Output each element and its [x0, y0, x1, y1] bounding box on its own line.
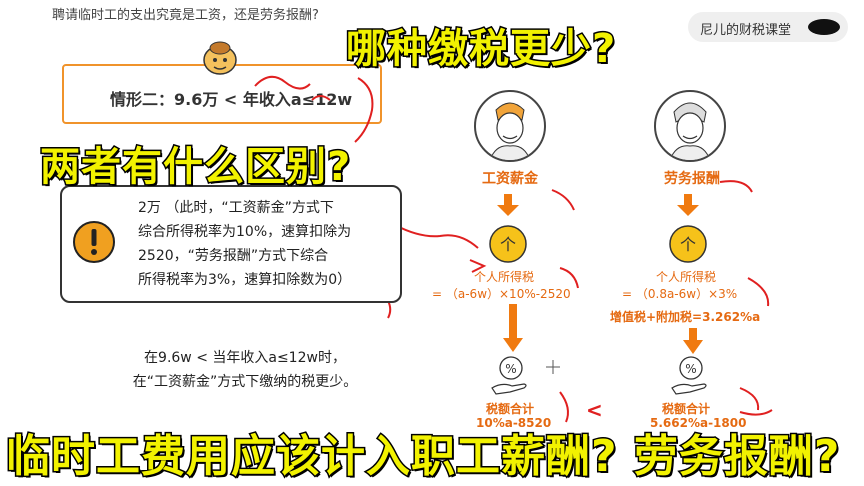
channel-logo-icon — [808, 19, 840, 35]
labor-portrait-icon — [654, 90, 726, 162]
labor-sum-formula: 5.662%a-1800 — [650, 416, 747, 430]
hand-percent-icon: % — [488, 354, 534, 398]
overlay-bottom-caption: 临时工费用应该计入职工薪酬? 劳务报酬? — [4, 430, 841, 484]
arrow-down-icon — [677, 194, 699, 216]
channel-badge: 尼儿的财税课堂 — [688, 12, 848, 42]
compare-sign: < — [586, 398, 603, 422]
coin-icon: 个 — [668, 224, 708, 264]
arrow-down-short-icon — [683, 328, 703, 354]
conclusion-text: 在9.6w < 当年收入a≤12w时， 在“工资薪金”方式下缴纳的税更少。 — [100, 346, 390, 394]
overlay-top-caption: 哪种缴税更少? — [344, 25, 617, 74]
note-box — [60, 185, 402, 303]
coin-icon: 个 — [488, 224, 528, 264]
hand-percent-icon: % — [668, 354, 714, 398]
salary-tax-formula: = （a-6w）×10%-2520 — [432, 287, 571, 301]
labor-tax-formula: = （0.8a-6w）×3% — [622, 287, 738, 301]
salary-portrait-icon — [474, 90, 546, 162]
salary-tax-title: 个人所得税 — [474, 270, 535, 284]
note-line: 2万 （此时，“工资薪金”方式下 — [138, 200, 334, 216]
salary-title: 工资薪金 — [482, 171, 538, 187]
mascot-avatar-icon — [198, 38, 242, 78]
note-line: 2520，“劳务报酬”方式下综合 — [138, 248, 329, 264]
labor-tax-title: 个人所得税 — [656, 270, 717, 284]
percent-symbol: % — [505, 362, 516, 376]
conclusion-line: 在“工资薪金”方式下缴纳的税更少。 — [132, 374, 358, 390]
conclusion-line: 在9.6w < 当年收入a≤12w时， — [144, 350, 346, 366]
note-text: 2万 （此时，“工资薪金”方式下 综合所得税率为10%，速算扣除为 2520，“… — [138, 196, 388, 292]
channel-name: 尼儿的财税课堂 — [700, 23, 792, 38]
percent-symbol: % — [685, 362, 696, 376]
overlay-middle-caption: 两者有什么区别? — [38, 143, 352, 192]
cursor-icon — [546, 360, 560, 374]
scenario-text: 情形二：9.6万 < 年收入a≤12w — [110, 90, 353, 109]
note-line: 综合所得税率为10%，速算扣除为 — [138, 224, 352, 240]
labor-sum-title: 税额合计 — [662, 402, 711, 416]
coin-symbol: 个 — [500, 235, 516, 254]
salary-sum-title: 税额合计 — [486, 402, 535, 416]
note-line: 所得税率为3%，速算扣除数为0） — [138, 272, 352, 288]
labor-extra-tax: 增值税+附加税=3.262%a — [610, 310, 761, 324]
slide-title: 聘请临时工的支出究竟是工资，还是劳务报酬? — [52, 8, 319, 23]
coin-symbol: 个 — [680, 235, 696, 254]
warning-icon — [72, 220, 116, 264]
arrow-down-long-icon — [503, 304, 523, 352]
arrow-down-icon — [497, 194, 519, 216]
salary-sum-formula: 10%a-8520 — [476, 416, 552, 430]
labor-title: 劳务报酬 — [664, 171, 720, 187]
